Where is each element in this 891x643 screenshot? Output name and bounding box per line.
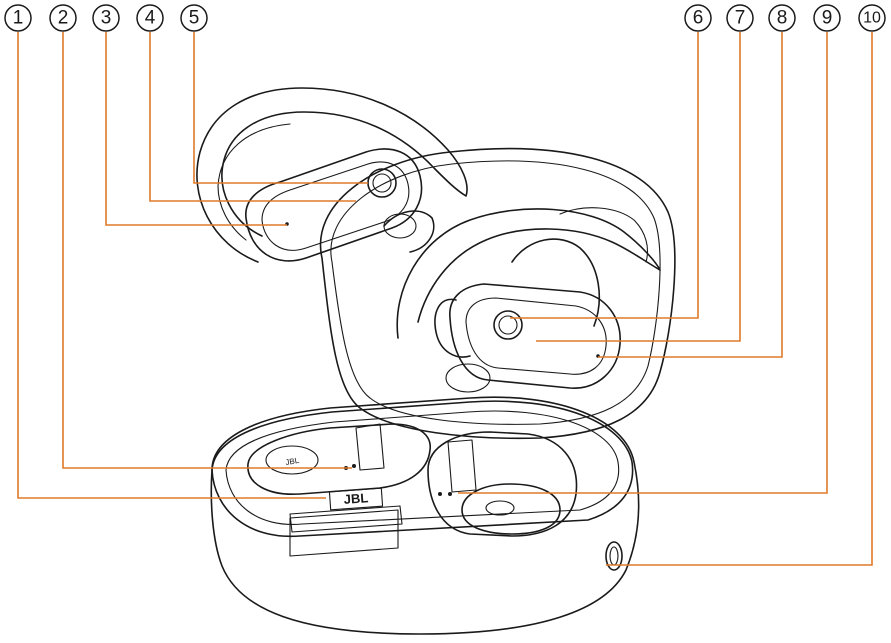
case-lid <box>319 147 676 440</box>
callout-6-label: 6 <box>693 8 704 29</box>
leader-4 <box>149 32 356 202</box>
callout-2: 2 <box>49 4 77 32</box>
callout-8: 8 <box>768 4 796 32</box>
svg-text:JBL: JBL <box>285 456 301 467</box>
leader-lines <box>17 32 873 566</box>
callout-numbers: 1 2 3 4 5 6 7 8 9 10 <box>4 4 886 32</box>
callout-1: 1 <box>4 4 32 32</box>
leader-5 <box>193 32 368 184</box>
leader-9 <box>458 32 828 494</box>
callout-5: 5 <box>180 4 208 32</box>
callout-2-label: 2 <box>58 8 69 29</box>
callout-8-label: 8 <box>777 8 788 29</box>
callout-7: 7 <box>726 4 754 32</box>
callout-10: 10 <box>858 4 886 32</box>
callout-4: 4 <box>136 4 164 32</box>
callout-9: 9 <box>813 4 841 32</box>
case-logo: JBL <box>343 490 369 507</box>
leader-6 <box>510 32 699 319</box>
callout-1-label: 1 <box>13 8 24 29</box>
leader-8 <box>598 32 783 358</box>
leader-10 <box>606 32 873 566</box>
leader-7 <box>536 32 741 342</box>
leader-2 <box>62 32 352 469</box>
callout-3: 3 <box>92 4 120 32</box>
callout-6: 6 <box>684 4 712 32</box>
callout-10-label: 10 <box>863 10 881 27</box>
callout-4-label: 4 <box>145 8 156 29</box>
callout-5-label: 5 <box>189 8 200 29</box>
callout-9-label: 9 <box>822 8 833 29</box>
right-earbud <box>396 207 661 393</box>
leader-3 <box>105 32 287 226</box>
leader-1 <box>17 32 326 499</box>
callout-7-label: 7 <box>735 8 746 29</box>
callout-3-label: 3 <box>101 8 112 29</box>
case-base: JBL JBL <box>210 396 640 635</box>
left-earbud <box>196 87 468 263</box>
